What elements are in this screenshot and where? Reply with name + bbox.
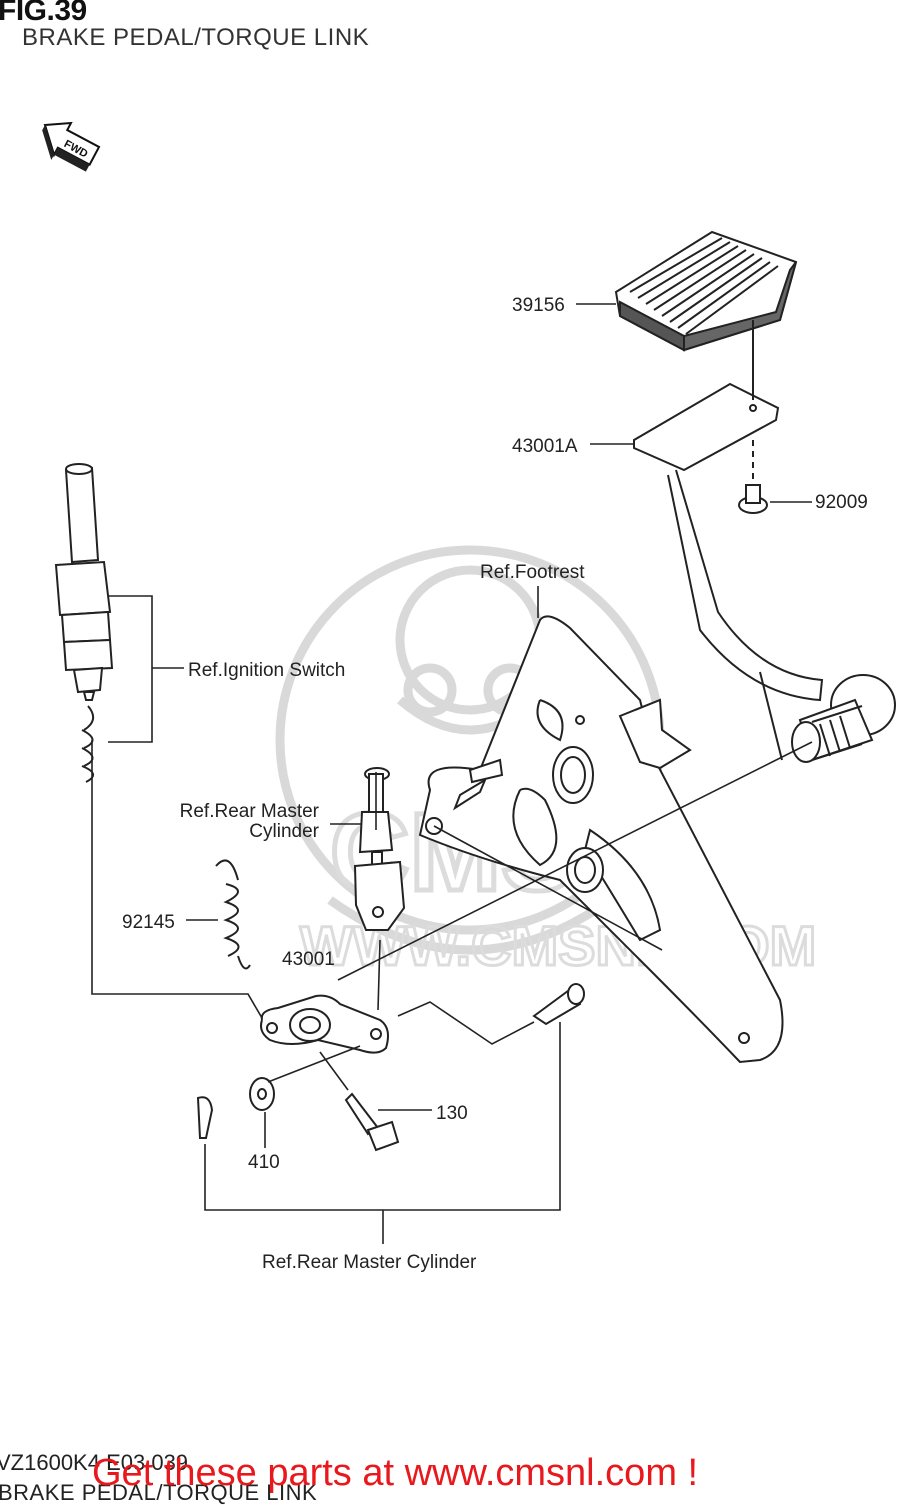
ignition-switch <box>54 463 114 783</box>
footrest-bracket <box>418 615 784 1064</box>
master-cylinder-rod <box>353 767 406 931</box>
washer-410 <box>249 1077 275 1111</box>
clevis-pin <box>532 983 585 1026</box>
label-ref-footrest: Ref.Footrest <box>480 562 585 583</box>
bolt-92009 <box>738 440 768 514</box>
label-ref-rear-master-cylinder: Ref.Rear Master Cylinder <box>262 1252 477 1273</box>
label-92009: 92009 <box>815 492 868 513</box>
callout-labels: 39156 43001A 92009 Ref.Footrest Ref.Igni… <box>122 295 868 1273</box>
bolt-130 <box>344 1092 400 1152</box>
cotter-pin <box>196 1096 214 1139</box>
label-43001: 43001 <box>282 949 335 970</box>
label-ref-rear-master-line2: Cylinder <box>249 821 319 842</box>
leader-lines <box>91 303 813 1244</box>
label-92145: 92145 <box>122 912 175 933</box>
fwd-arrow-icon: FWD <box>42 121 101 172</box>
label-39156: 39156 <box>512 295 565 316</box>
brake-pedal-arm <box>633 320 824 761</box>
label-ref-rear-master-line1: Ref.Rear Master <box>180 801 320 822</box>
label-43001a: 43001A <box>512 436 578 457</box>
get-parts-link[interactable]: Get these parts at www.cmsnl.com ! <box>92 1452 699 1494</box>
lever-43001 <box>260 994 389 1054</box>
label-ref-ignition-switch: Ref.Ignition Switch <box>188 660 345 681</box>
pivot-shaft <box>791 674 896 763</box>
label-130: 130 <box>436 1103 468 1124</box>
pedal-rubber <box>614 230 798 352</box>
spring-92145 <box>215 859 251 970</box>
label-410: 410 <box>248 1152 280 1173</box>
figure-title: BRAKE PEDAL/TORQUE LINK <box>22 24 370 51</box>
figure-number: FIG.39 <box>0 0 87 27</box>
diagram-code: VZ1600K4 E03 039 <box>0 1450 189 1475</box>
